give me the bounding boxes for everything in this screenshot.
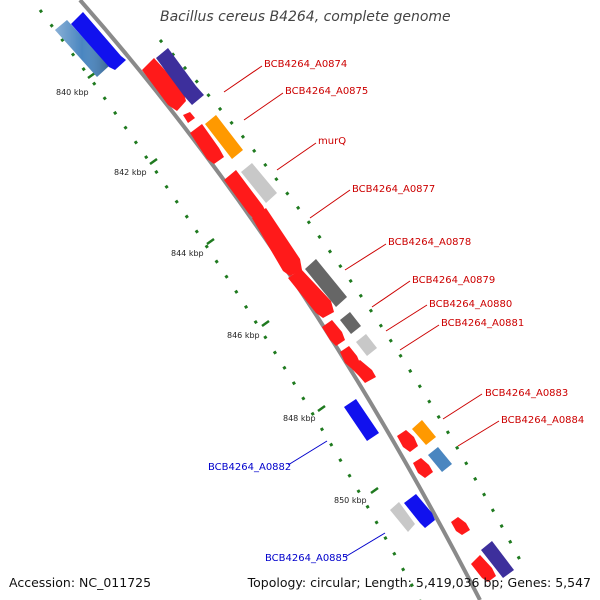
leader-line-0880 <box>385 304 428 332</box>
outer-guide-ring <box>158 38 522 561</box>
gene-arrow-0879[interactable] <box>322 320 345 346</box>
gene-label-0881[interactable]: BCB4264_A0881 <box>441 318 524 329</box>
gene-arrow-bottom[interactable] <box>471 555 496 582</box>
leader-line-0877 <box>309 189 351 219</box>
gene-arrow-0878[interactable] <box>288 269 334 318</box>
gene-label-0880[interactable]: BCB4264_A0880 <box>429 299 512 310</box>
gene-block-0885-gray[interactable] <box>390 502 415 532</box>
gene-label-0877[interactable]: BCB4264_A0877 <box>352 184 435 195</box>
gene-label-0875[interactable]: BCB4264_A0875 <box>285 86 368 97</box>
leader-line-0878 <box>344 243 387 271</box>
leader-line-murq <box>276 142 317 171</box>
gene-arrow-0881[interactable] <box>350 360 376 383</box>
gene-arrow-850-small[interactable] <box>451 517 470 535</box>
leader-line-0885 <box>344 532 386 558</box>
tick-mark-846 <box>261 319 270 328</box>
tick-label-842: 842 kbp <box>114 168 147 177</box>
gene-block-murq-orange[interactable] <box>205 115 243 159</box>
gene-label-0878[interactable]: BCB4264_A0878 <box>388 237 471 248</box>
gene-block-840-light-blue[interactable] <box>55 20 109 77</box>
topology-text: Topology: circular; Length: 5,419,036 bp… <box>247 575 591 590</box>
gene-block-0878-gray[interactable] <box>305 259 347 307</box>
tick-mark-844 <box>206 237 215 246</box>
leader-line-0875 <box>243 92 284 121</box>
gene-arrow-0880[interactable] <box>340 346 360 368</box>
gene-arrow-0877[interactable] <box>252 208 302 276</box>
gene-label-0874[interactable]: BCB4264_A0874 <box>264 59 347 70</box>
accession-text: Accession: NC_011725 <box>9 575 152 590</box>
gene-arrow-murq[interactable] <box>224 170 266 220</box>
gene-arrow-0874[interactable] <box>142 58 186 111</box>
tick-mark-850 <box>370 486 379 495</box>
tick-label-850: 850 kbp <box>334 496 367 505</box>
gene-block-0884-light-blue[interactable] <box>428 447 452 472</box>
gene-label-0883[interactable]: BCB4264_A0883 <box>485 388 568 399</box>
leader-line-0881 <box>399 324 440 351</box>
tick-label-840: 840 kbp <box>56 88 89 97</box>
leader-line-0879 <box>371 280 411 308</box>
gene-arrow-small-0875[interactable] <box>183 112 195 123</box>
tick-label-846: 846 kbp <box>227 331 260 340</box>
tick-label-844: 844 kbp <box>171 249 204 258</box>
gene-block-0883-orange[interactable] <box>412 420 436 445</box>
gene-label-0879[interactable]: BCB4264_A0879 <box>412 275 495 286</box>
gene-block-0880-gray[interactable] <box>356 334 377 356</box>
inner-guide-ring <box>38 9 422 600</box>
tick-label-848: 848 kbp <box>283 414 316 423</box>
tick-mark-842 <box>149 157 158 166</box>
gene-label-0885[interactable]: BCB4264_A0885 <box>265 553 348 564</box>
gene-block-bottom-navy[interactable] <box>481 541 514 578</box>
leader-line-0884 <box>457 420 500 447</box>
gene-label-murq[interactable]: murQ <box>318 136 346 147</box>
leader-line-0882 <box>287 440 328 466</box>
gene-block-murq-gray[interactable] <box>241 163 277 203</box>
gene-arrow-0874-navy[interactable] <box>156 48 204 105</box>
gene-arrow-0875[interactable] <box>190 124 224 164</box>
tick-mark-848 <box>317 404 326 413</box>
leader-line-0883 <box>442 393 483 420</box>
genome-title: Bacillus cereus B4264, complete genome <box>160 9 451 25</box>
tick-mark-840 <box>87 71 96 80</box>
gene-arrow-0884[interactable] <box>413 458 433 478</box>
gene-block-0882[interactable] <box>344 399 379 441</box>
gene-block-840-blue[interactable] <box>71 12 126 70</box>
gene-block-0879-gray[interactable] <box>340 312 361 334</box>
gene-arrow-0883[interactable] <box>397 430 418 452</box>
leader-line-0874 <box>223 65 263 93</box>
gene-label-0884[interactable]: BCB4264_A0884 <box>501 415 584 426</box>
gene-label-0882[interactable]: BCB4264_A0882 <box>208 462 291 473</box>
gene-block-0885[interactable] <box>404 494 435 528</box>
